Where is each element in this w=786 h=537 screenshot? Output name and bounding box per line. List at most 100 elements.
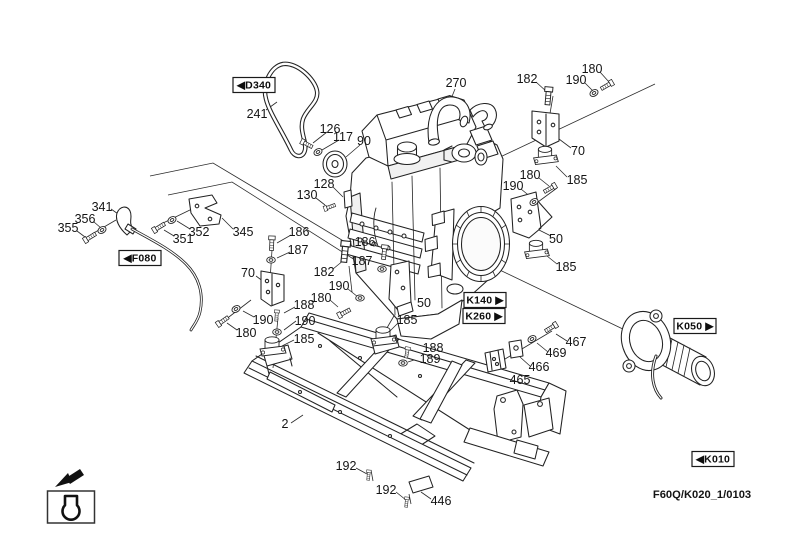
part-label-185: 185 [397,313,418,327]
orientation-legend [46,469,96,524]
ref-box-d340[interactable]: ◀D340 [232,76,276,94]
bolt-icon [214,314,231,328]
part-label-446: 446 [431,494,452,508]
exhaust-hose-drawing [427,96,497,166]
air-intake-drawing [620,309,715,400]
part-label-190: 190 [566,73,587,87]
part-label-70: 70 [571,144,585,158]
leader-lines [76,71,656,505]
part-label-187: 187 [352,254,373,268]
figure-code: F60Q/K020_1/0103 [653,489,751,501]
part-label-185: 185 [556,260,577,274]
washer-icon [377,265,387,273]
block-465 [484,348,507,373]
ref-box-label: K260 ▶ [465,311,503,323]
part-label-182: 182 [314,265,335,279]
bolt-icon [543,321,559,335]
part-label-190: 190 [253,313,274,327]
part-label-188: 188 [294,298,315,312]
rubber-mount-icon [524,239,550,259]
bolt-icon [267,235,276,251]
part-label-356: 356 [75,212,96,226]
part-label-467: 467 [566,335,587,349]
bracket-50-center [388,260,414,317]
part-label-352: 352 [189,225,210,239]
part-label-182: 182 [517,72,538,86]
flywheel-housing-drawing [424,205,511,295]
part-label-345: 345 [233,225,254,239]
part-label-130: 130 [297,188,318,202]
part-label-190: 190 [295,314,316,328]
throttle-cable-drawing [116,206,203,332]
bolt-icon [365,469,372,481]
part-label-126: 126 [320,122,341,136]
part-label-465: 465 [510,373,531,387]
washer-icon [312,146,324,158]
washer-icon [588,87,600,99]
ref-box-k050[interactable]: K050 ▶ [673,317,717,335]
part-label-190: 190 [329,279,350,293]
bracket-70-top-right [531,110,560,148]
ref-box-f080[interactable]: ◀F080 [118,249,162,267]
washer-icon [96,224,108,236]
bolt-icon [403,496,410,508]
part-label-192: 192 [376,483,397,497]
part-label-117: 117 [333,130,353,144]
part-label-351: 351 [173,232,194,246]
part-label-180: 180 [311,291,332,305]
part-label-355: 355 [58,221,79,235]
part-label-192: 192 [336,459,357,473]
part-label-2: 2 [282,417,289,431]
washer-icon [526,333,538,345]
part-label-190: 190 [503,179,524,193]
part-label-241: 241 [247,107,268,121]
ref-box-label: K050 ▶ [676,321,714,333]
part-label-187: 187 [288,243,309,257]
belt-drawing [262,61,320,159]
arrow-down-left-icon-shaft [66,469,84,484]
keyhole-icon [61,494,81,521]
part-label-180: 180 [236,326,257,340]
washer-icon [398,359,408,367]
plate-466 [508,339,524,359]
washer-icon [355,294,365,302]
arrow-down-left-icon [55,473,72,487]
ref-box-label: K140 ▶ [466,295,504,307]
part-label-50: 50 [417,296,431,310]
part-label-188: 188 [423,341,444,355]
bracket-345 [188,194,222,227]
part-label-128: 128 [314,177,335,191]
part-label-466: 466 [529,360,550,374]
bolt-icon [322,202,337,212]
washer-icon [272,328,282,336]
ref-box-k260[interactable]: K260 ▶ [462,307,506,325]
washer-icon [230,303,242,315]
stud-icon [273,309,280,322]
ref-box-label: ◀D340 [236,80,271,92]
part-label-90: 90 [357,134,371,148]
part-label-186: 186 [355,235,376,249]
part-label-186: 186 [289,225,310,239]
part-label-185: 185 [294,332,315,346]
bracket-50-right [510,191,553,239]
ref-box-k010[interactable]: ◀K010 [691,450,735,468]
ref-box-label: ◀K010 [695,454,730,466]
part-label-70: 70 [241,266,255,280]
rubber-mount-icon [533,145,559,165]
ref-box-label: ◀F080 [122,253,156,265]
frame-drawing [243,312,567,494]
part-label-341: 341 [92,200,113,214]
bolt-icon [82,230,98,244]
part-label-50: 50 [549,232,563,246]
pulley-drawing [322,150,348,178]
part-label-189: 189 [420,352,441,366]
part-label-180: 180 [520,168,541,182]
part-label-185: 185 [567,173,588,187]
bolt-icon [151,220,167,234]
ref-box-k140[interactable]: K140 ▶ [463,291,507,309]
bracket-70-left [260,270,285,307]
